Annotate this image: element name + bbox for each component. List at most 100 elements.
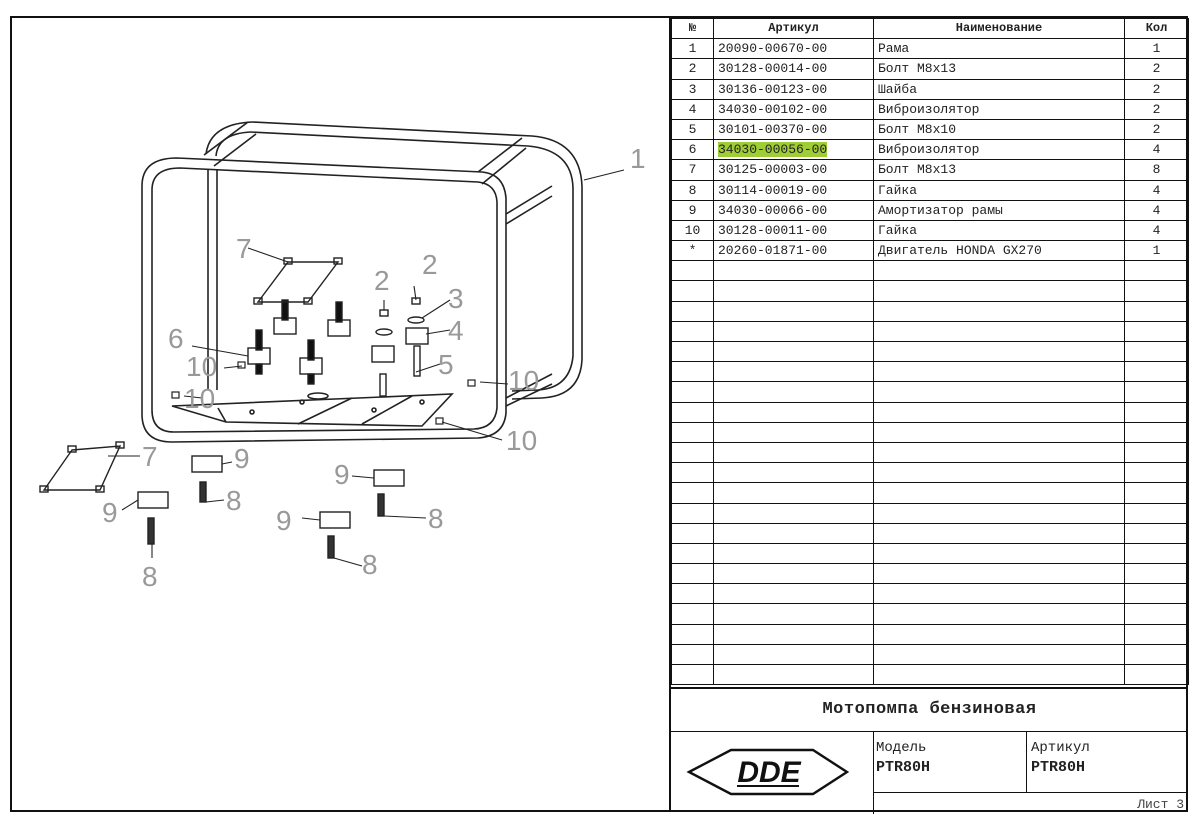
callout-2b: 2 <box>422 249 438 280</box>
cell-number: 6 <box>671 139 714 161</box>
empty-cell <box>713 320 874 343</box>
callout-7a: 7 <box>236 233 252 264</box>
exploded-view-drawing: 1 2 2 3 4 5 6 7 7 8 8 8 8 9 9 9 9 10 10 … <box>12 18 668 810</box>
callout-labels: 1 2 2 3 4 5 6 7 7 8 8 8 8 9 9 9 9 10 10 … <box>102 143 646 592</box>
cell-article: 30128-00014-00 <box>713 58 874 80</box>
frame-tubes <box>141 121 583 443</box>
empty-cell <box>1124 643 1189 666</box>
empty-cell <box>671 502 714 524</box>
empty-cell <box>713 260 874 282</box>
cell-article: 30101-00370-00 <box>713 118 874 141</box>
empty-row <box>671 280 1189 302</box>
empty-cell <box>873 320 1125 343</box>
empty-cell <box>873 462 1125 484</box>
empty-cell <box>1124 663 1189 686</box>
empty-cell <box>671 623 714 645</box>
empty-row <box>671 563 1189 585</box>
table-header-row: № Артикул Наименование Кол <box>671 17 1189 40</box>
cell-qty: 2 <box>1124 78 1189 100</box>
shock-absorbers <box>137 455 405 559</box>
empty-cell <box>671 361 714 383</box>
empty-cell <box>873 623 1125 645</box>
exploded-view-svg: 1 2 2 3 4 5 6 7 7 8 8 8 8 9 9 9 9 10 10 … <box>39 121 646 592</box>
highlighted-article: 34030-00056-00 <box>718 142 828 158</box>
empty-cell <box>1124 300 1189 322</box>
empty-cell <box>671 482 714 504</box>
empty-cell <box>873 663 1125 686</box>
empty-cell <box>1124 361 1189 383</box>
empty-row <box>671 462 1189 484</box>
title-block: Мотопомпа бензиновая DDE Модель PTR80H А… <box>671 687 1188 814</box>
empty-cell <box>713 462 874 484</box>
model-article-block: Модель PTR80H Артикул PTR80H <box>874 732 1188 793</box>
empty-cell <box>873 563 1125 585</box>
empty-row <box>671 340 1189 363</box>
dde-logo: DDE <box>671 732 874 814</box>
callout-6: 6 <box>168 323 184 354</box>
empty-cell <box>873 381 1125 403</box>
empty-cell <box>671 340 714 363</box>
empty-cell <box>1124 583 1189 605</box>
empty-cell <box>713 643 874 666</box>
cell-name: Болт M8x13 <box>873 159 1125 181</box>
empty-cell <box>713 522 874 544</box>
empty-cell <box>873 482 1125 504</box>
callout-9a: 9 <box>234 443 250 474</box>
empty-cell <box>1124 623 1189 645</box>
empty-cell <box>713 663 874 686</box>
empty-cell <box>671 563 714 585</box>
product-title: Мотопомпа бензиновая <box>671 689 1188 732</box>
empty-cell <box>873 583 1125 605</box>
callout-2a: 2 <box>374 265 390 296</box>
empty-cell <box>1124 522 1189 544</box>
cell-qty: 1 <box>1124 240 1189 262</box>
empty-cell <box>671 280 714 302</box>
cell-name: Болт M8x13 <box>873 58 1125 80</box>
empty-cell <box>671 260 714 282</box>
empty-cell <box>671 320 714 343</box>
cell-number: 9 <box>671 199 714 221</box>
empty-cell <box>873 441 1125 464</box>
article-cell: Артикул PTR80H <box>1031 740 1090 776</box>
empty-cell <box>671 300 714 322</box>
empty-row <box>671 663 1189 686</box>
header-name: Наименование <box>873 17 1125 40</box>
empty-cell <box>671 381 714 403</box>
cell-qty: 4 <box>1124 199 1189 221</box>
cell-number: 2 <box>671 58 714 80</box>
cell-name: Гайка <box>873 219 1125 242</box>
sheet-number: Лист 3 <box>1137 797 1184 812</box>
header-number: № <box>671 17 714 40</box>
empty-row <box>671 421 1189 443</box>
empty-cell <box>1124 482 1189 504</box>
empty-cell <box>713 583 874 605</box>
callout-5: 5 <box>438 349 454 380</box>
cell-name: Болт M8x10 <box>873 118 1125 141</box>
cell-article: 34030-00066-00 <box>713 199 874 221</box>
leader-lines <box>108 169 625 567</box>
sheet-divider <box>669 18 671 812</box>
empty-cell <box>713 381 874 403</box>
empty-row <box>671 381 1189 403</box>
empty-cell <box>873 340 1125 363</box>
empty-cell <box>873 502 1125 524</box>
cell-name: Виброизолятор <box>873 139 1125 161</box>
empty-cell <box>713 502 874 524</box>
empty-cell <box>671 401 714 423</box>
empty-cell <box>1124 280 1189 302</box>
cell-number: 1 <box>671 38 714 60</box>
cell-number: 8 <box>671 179 714 201</box>
empty-cell <box>671 522 714 544</box>
empty-row <box>671 260 1189 282</box>
empty-cell <box>873 421 1125 443</box>
empty-cell <box>873 522 1125 544</box>
cell-number: * <box>671 240 714 262</box>
cell-article: 20090-00670-00 <box>713 38 874 60</box>
callout-1: 1 <box>630 143 646 174</box>
